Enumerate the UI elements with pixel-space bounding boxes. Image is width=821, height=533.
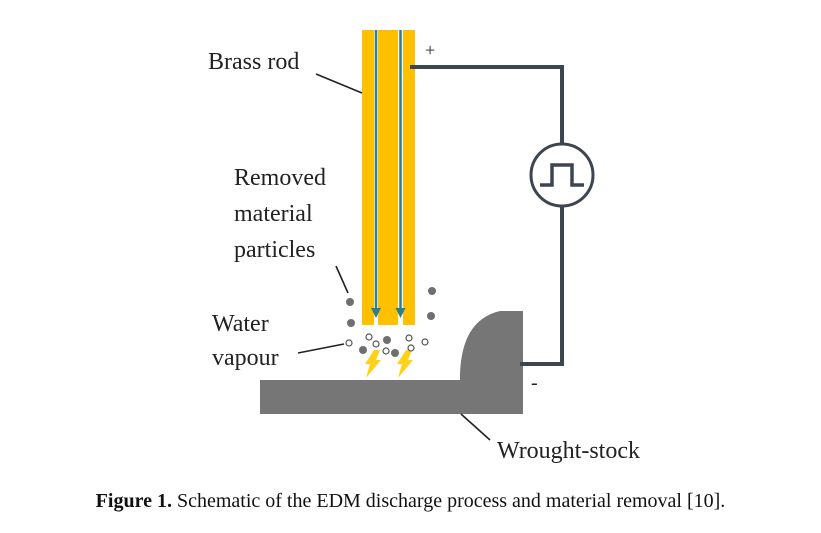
vapour-bubbles (345, 333, 429, 355)
removed-particles (346, 287, 436, 357)
vapour-leader (297, 343, 345, 354)
figure-caption: Figure 1. Schematic of the EDM discharge… (0, 490, 821, 513)
workpiece (260, 311, 523, 414)
figure-caption-label: Figure 1. (95, 490, 172, 512)
water-label-line1: Water (212, 311, 269, 337)
wrought-stock-label: Wrought-stock (497, 438, 640, 464)
brass-rod-label: Brass rod (208, 49, 299, 75)
square-pulse-icon (529, 142, 595, 208)
flow-arrows (371, 30, 406, 318)
brass-rod (362, 30, 415, 325)
particles-leader (335, 265, 349, 294)
wrought-leader (460, 413, 491, 441)
water-label-line2: vapour (212, 345, 279, 371)
removed-label-line2: material (234, 201, 313, 227)
lightning-bolt-icon (365, 350, 413, 378)
brass-rod-leader (315, 73, 363, 94)
circuit-wire (410, 65, 564, 366)
removed-label-line1: Removed (234, 165, 326, 191)
removed-label-line3: particles (234, 237, 315, 263)
figure-caption-text: Schematic of the EDM discharge process a… (171, 490, 726, 512)
negative-terminal-label: - (531, 372, 538, 394)
positive-terminal-label: + (425, 40, 435, 60)
